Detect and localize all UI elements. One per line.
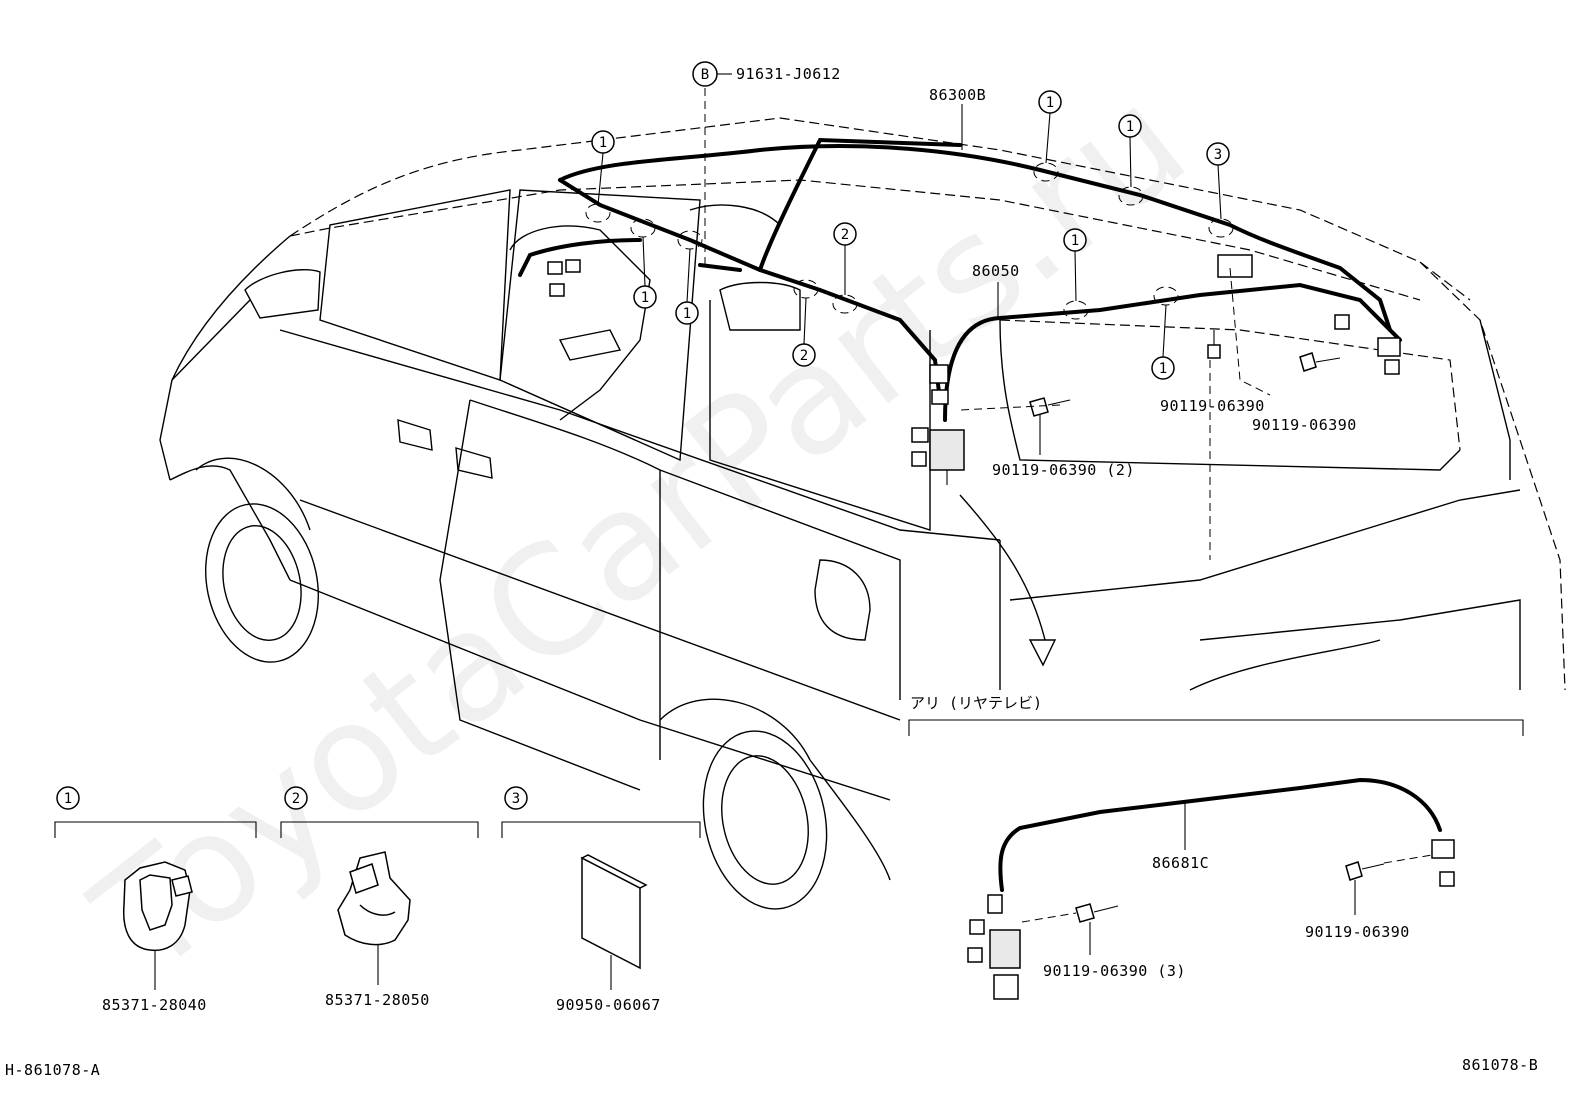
diagram-code-left: H-861078-A [5,1061,100,1079]
front-wheel [195,457,320,663]
svg-text:2: 2 [292,791,300,807]
svg-text:2: 2 [841,227,849,243]
svg-text:1: 1 [64,791,72,807]
callout-1[interactable]: 1 [675,248,699,325]
screw-part-number: 90119-06390 [1305,923,1410,941]
screw-icon [1345,861,1385,881]
svg-text:B: B [701,67,709,83]
vehicle-outline [159,117,1566,910]
screw-part-number-qty: 90119-06390 (2) [992,461,1135,479]
screw-icon [1207,330,1221,359]
watermark: ToyotaCarParts.ru [64,55,1217,1009]
callout-1[interactable]: 1 [1118,114,1142,188]
svg-text:1: 1 [1126,119,1134,135]
callout-1[interactable]: 1 [591,130,615,206]
rear-tv-option-title: アリ (リヤテレビ) [910,694,1042,712]
screw-icon [1029,397,1071,417]
connector-right [1217,254,1401,375]
harness-86300b [518,137,1392,402]
svg-text:1: 1 [641,290,649,306]
screw-part-number-qty: 90119-06390 (3) [1043,962,1186,980]
svg-text:1: 1 [599,135,607,151]
callout-1[interactable]: 1 [1038,90,1062,164]
pad3-part-number: 90950-06067 [556,996,661,1014]
svg-text:1: 1 [1046,95,1054,111]
diagram-code-right: 861078-B [1462,1056,1538,1074]
legend-item-1: 1 85371-28040 [54,786,257,1014]
screw-icon [1075,903,1119,923]
svg-text:1: 1 [1159,361,1167,377]
harness-86050-label: 86050 [972,262,1020,280]
clip-85371-28040-icon [122,861,193,952]
clip-85371-28050-icon [337,851,411,946]
screw-icon [1299,352,1341,372]
legend-item-2: 2 85371-28050 [280,786,479,1009]
harness-86300b-label: 86300B [929,86,986,104]
clamp-markers [585,162,1234,320]
callout-1[interactable]: 1 [1063,228,1087,302]
svg-text:1: 1 [683,306,691,322]
pad-90950-06067-icon [580,854,648,970]
harness-86681c-label: 86681C [1152,854,1209,872]
bolt-b-part-number: 91631-J0612 [736,65,841,83]
callout-2[interactable]: 2 [833,222,857,295]
svg-text:3: 3 [512,791,520,807]
clip1-part-number: 85371-28040 [102,996,207,1014]
svg-text:1: 1 [1071,233,1079,249]
callout-1[interactable]: 1 [1151,304,1175,380]
arrow-to-tv-option [959,494,1057,667]
callout-3[interactable]: 3 [1206,142,1230,220]
screw-part-number: 90119-06390 [1252,416,1357,434]
svg-text:3: 3 [1214,147,1222,163]
callout-1[interactable]: 1 [633,236,657,309]
callout-b[interactable]: B [692,61,732,87]
screw-part-number: 90119-06390 [1160,397,1265,415]
dash-connectors [547,259,581,297]
connector-left [911,364,965,485]
clip2-part-number: 85371-28050 [325,991,430,1009]
legend-item-3: 3 90950-06067 [501,786,701,1014]
callout-2[interactable]: 2 [792,297,816,367]
rear-wheel [659,698,828,910]
svg-text:2: 2 [800,348,808,364]
rear-tv-option-section: アリ (リヤテレビ) 86681C 90119-06390 (3) 90119-… [908,694,1524,1000]
